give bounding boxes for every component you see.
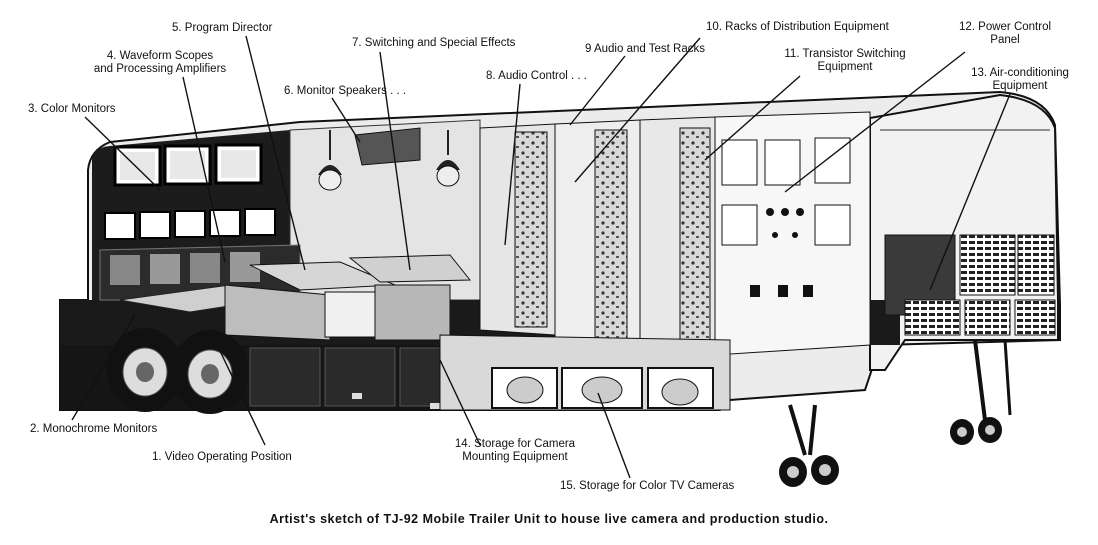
desks [224, 254, 472, 341]
label-air-conditioning-line1: 13. Air-conditioning [971, 67, 1069, 79]
label-audio-test-racks: 9 Audio and Test Racks [585, 43, 705, 55]
leader-lines [71, 35, 1011, 479]
figure-caption: Artist's sketch of TJ-92 Mobile Trailer … [269, 512, 829, 526]
label-power-control-line1: 12. Power Control [958, 21, 1052, 33]
label-video-operating-position: 1. Video Operating Position [152, 451, 292, 463]
label-transistor-switching-line2: Equipment [817, 61, 873, 73]
label-distribution-racks: 10. Racks of Distribution Equipment [706, 21, 889, 33]
label-audio-control: 8. Audio Control . . . [486, 70, 588, 82]
label-camera-mounting-storage-line2: Mounting Equipment [462, 451, 568, 463]
label-air-conditioning-line2: Equipment [992, 80, 1048, 92]
monochrome-monitors [104, 208, 276, 240]
hanging-lamps [318, 130, 460, 191]
label-waveform-scopes-line2: and Processing Amplifiers [93, 63, 227, 75]
rear-wheels [107, 328, 248, 414]
label-power-control-line2: Panel [990, 34, 1020, 46]
monitor-speakers [354, 127, 421, 166]
air-conditioning-grilles [884, 234, 1056, 336]
label-program-director: 5. Program Director [172, 22, 273, 34]
label-switching-special-effects: 7. Switching and Special Effects [352, 37, 516, 49]
camera-storage [439, 334, 731, 411]
label-transistor-switching-line1: 11. Transistor Switching [784, 48, 906, 60]
label-color-camera-storage: 15. Storage for Color TV Cameras [560, 480, 735, 492]
color-monitors [113, 143, 263, 187]
equipment-racks [479, 116, 716, 356]
power-control-panel [714, 111, 871, 356]
label-waveform-scopes-line1: 4. Waveform Scopes [106, 50, 214, 62]
label-color-monitors: 3. Color Monitors [28, 103, 116, 115]
label-monochrome-monitors: 2. Monochrome Monitors [30, 423, 158, 435]
landing-gear [779, 339, 1012, 487]
label-camera-mounting-storage-line1: 14. Storage for Camera [454, 438, 576, 450]
label-monitor-speakers: 6. Monitor Speakers . . . [284, 85, 407, 97]
